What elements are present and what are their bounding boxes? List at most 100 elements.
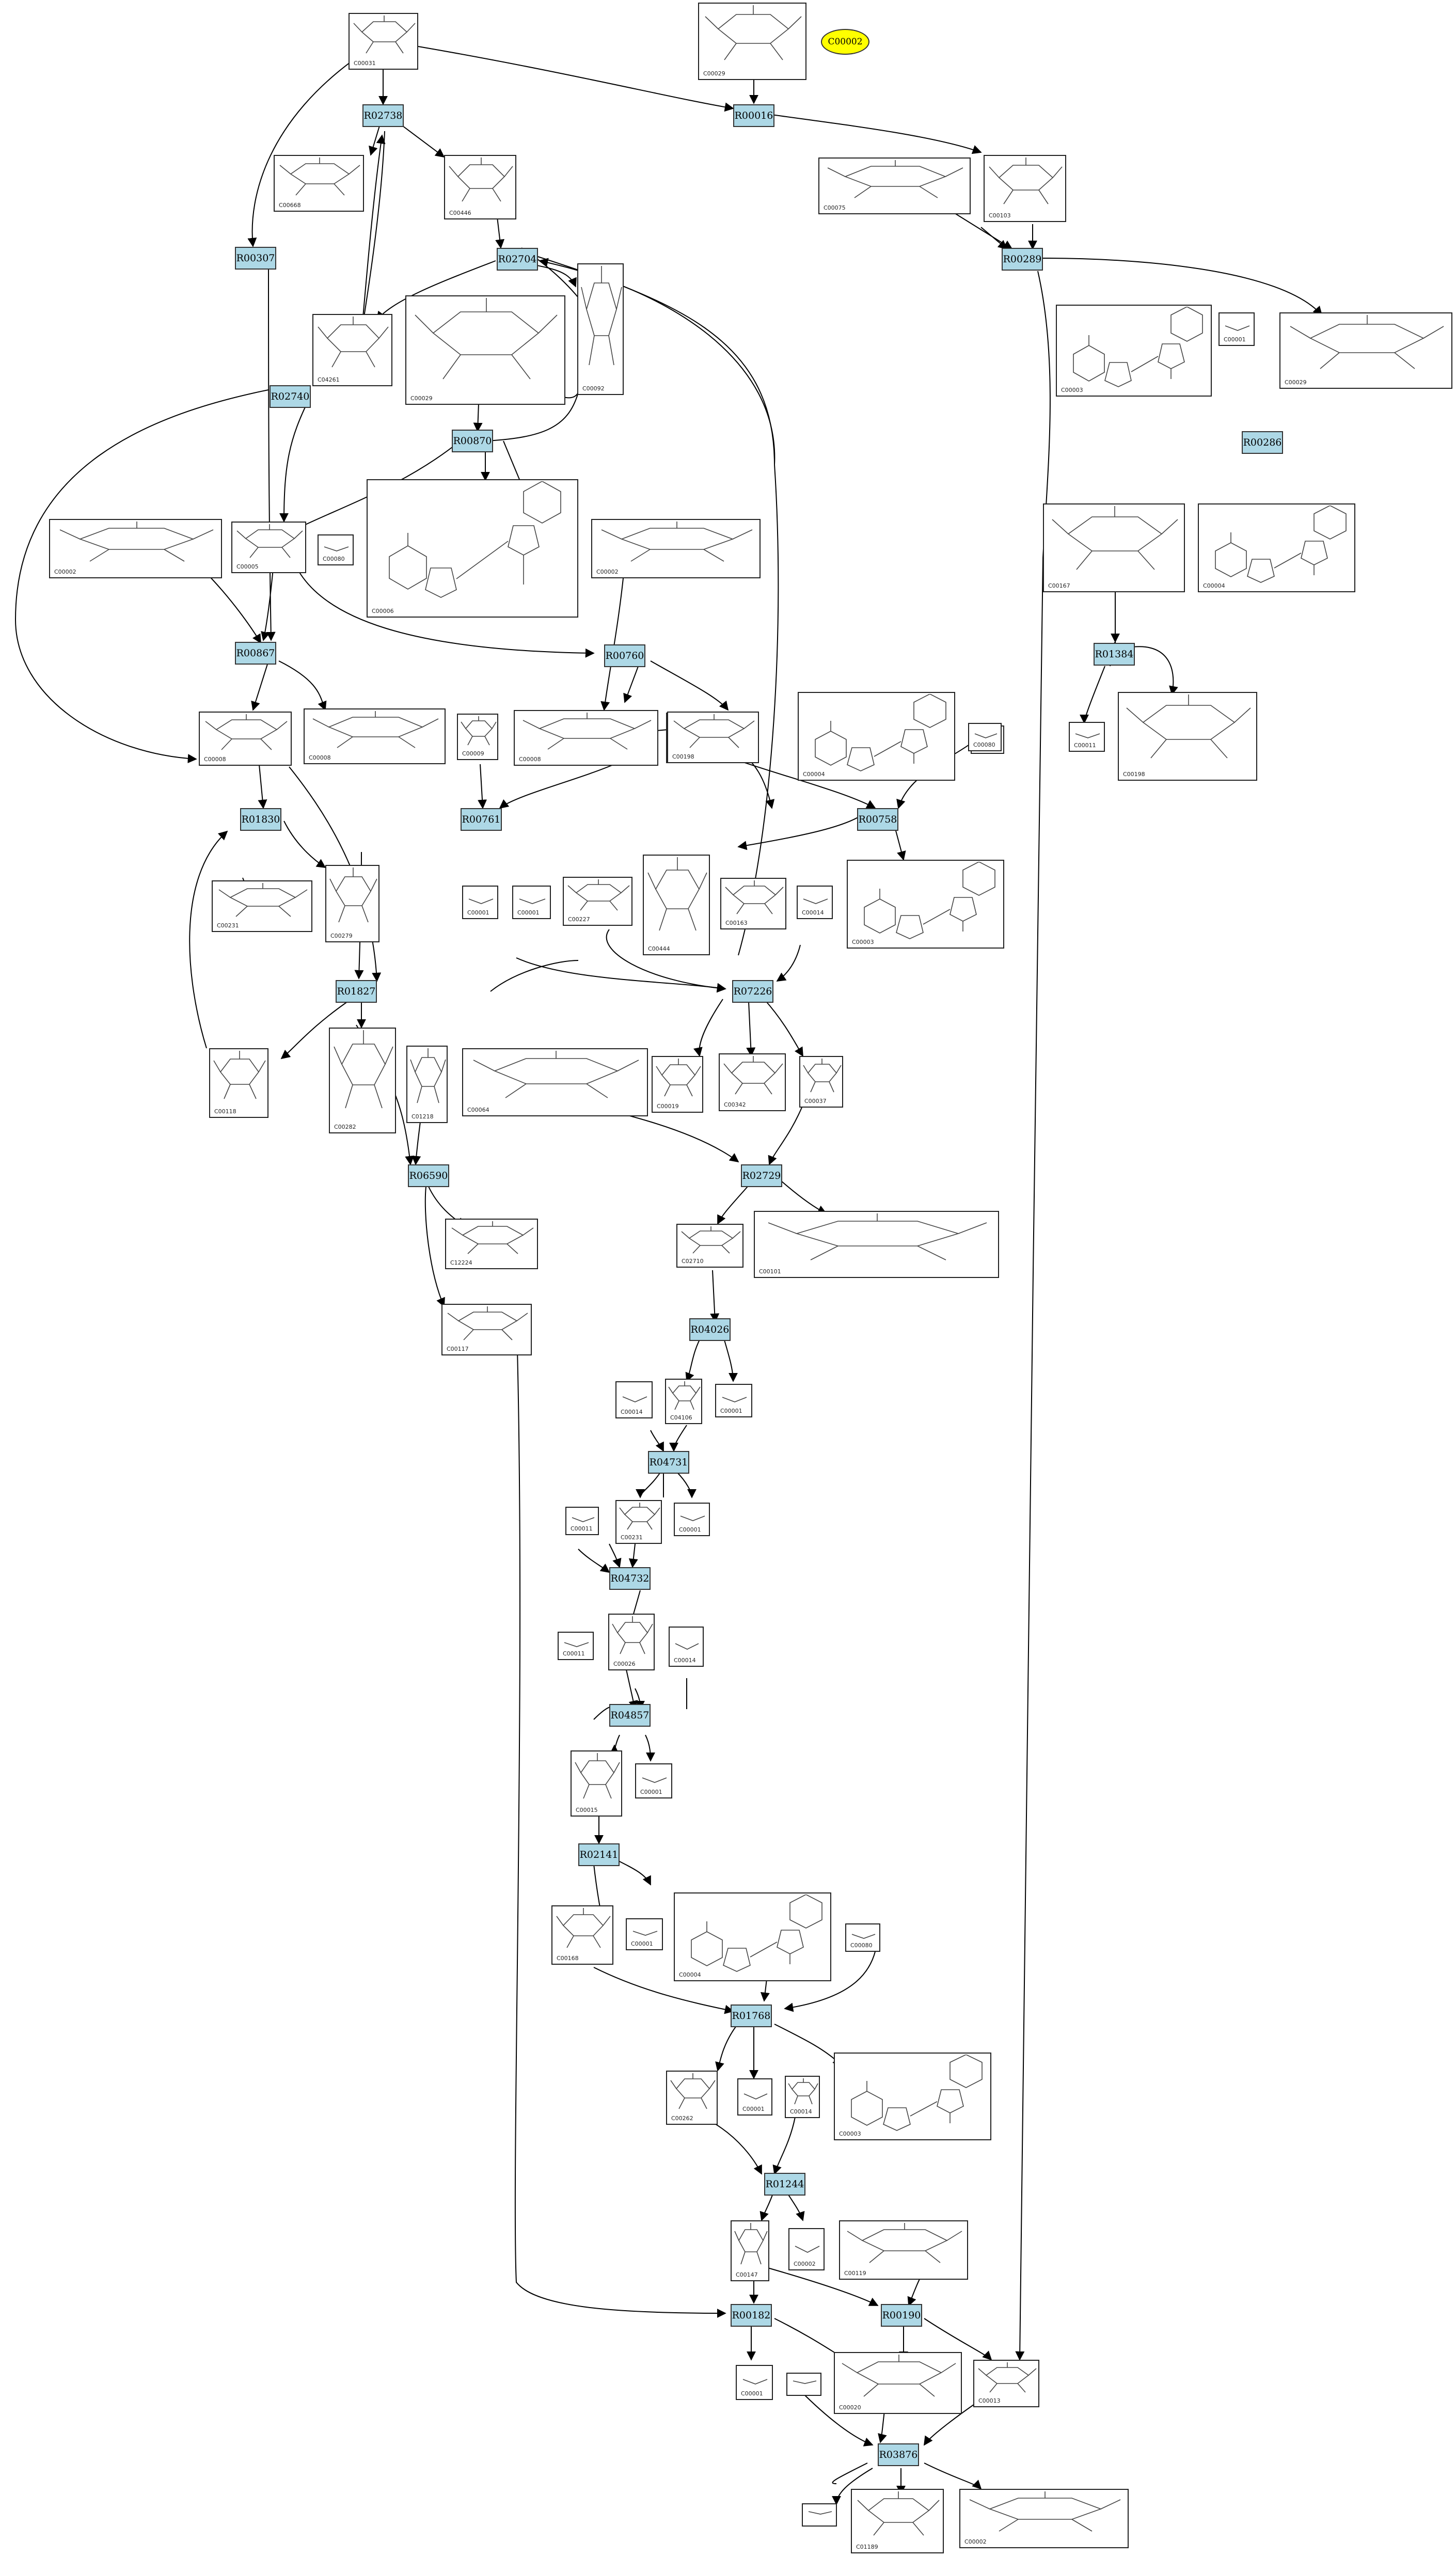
- compound-node[interactable]: C00001: [674, 1503, 710, 1536]
- compound-node[interactable]: C00168: [551, 1905, 613, 1965]
- compound-node[interactable]: C00231: [615, 1500, 662, 1544]
- compound-node[interactable]: C04261: [312, 314, 392, 386]
- compound-node[interactable]: C00163: [720, 878, 786, 929]
- reaction-node[interactable]: R04732: [609, 1567, 651, 1590]
- compound-node[interactable]: C00014: [615, 1381, 653, 1418]
- compound-node[interactable]: C00011: [565, 1507, 599, 1535]
- compound-node[interactable]: C01189: [851, 2489, 944, 2553]
- compound-node[interactable]: C00011: [558, 1632, 594, 1660]
- compound-node[interactable]: C00008: [514, 710, 658, 766]
- reaction-node[interactable]: R00190: [881, 2304, 922, 2327]
- compound-node[interactable]: C00167: [1043, 503, 1185, 592]
- compound-node[interactable]: C00019: [652, 1056, 703, 1113]
- compound-node[interactable]: C00020: [834, 2352, 962, 2414]
- compound-node[interactable]: C00014: [797, 886, 833, 919]
- compound-node[interactable]: C00231: [212, 880, 312, 932]
- compound-node[interactable]: C00006: [367, 479, 578, 618]
- compound-node[interactable]: C00003: [834, 2053, 991, 2140]
- reaction-node[interactable]: R00289: [1002, 248, 1043, 271]
- compound-node[interactable]: C00262: [666, 2071, 718, 2125]
- reaction-node[interactable]: R02704: [497, 248, 538, 271]
- compound-node[interactable]: C00075: [818, 157, 971, 214]
- reaction-node[interactable]: R00182: [731, 2304, 772, 2327]
- compound-node[interactable]: C00001: [736, 2365, 773, 2400]
- compound-node[interactable]: C00029: [405, 295, 565, 405]
- compound-node[interactable]: C00001: [635, 1763, 672, 1798]
- compound-node[interactable]: C00003: [847, 860, 1004, 949]
- compound-node[interactable]: C00668: [274, 155, 364, 212]
- compound-node[interactable]: C00227: [563, 877, 632, 926]
- compound-node[interactable]: C00015: [571, 1750, 622, 1817]
- compound-node[interactable]: C00003: [1056, 305, 1212, 397]
- compound-node[interactable]: C00444: [643, 855, 710, 955]
- reaction-node[interactable]: R01768: [731, 2004, 772, 2027]
- compound-node[interactable]: C00282: [329, 1028, 396, 1133]
- compound-node[interactable]: C00029: [1279, 312, 1452, 389]
- compound-node[interactable]: C00014: [669, 1627, 704, 1667]
- compound-node[interactable]: C00011: [1069, 722, 1105, 752]
- compound-node[interactable]: [786, 2373, 821, 2396]
- reaction-node[interactable]: R00761: [461, 808, 502, 831]
- reaction-node[interactable]: R04731: [648, 1451, 689, 1474]
- compound-node[interactable]: C00008: [199, 712, 292, 766]
- compound-node[interactable]: C00117: [441, 1304, 532, 1355]
- compound-node[interactable]: C00080: [318, 534, 354, 565]
- compound-node[interactable]: C00198: [1118, 692, 1257, 781]
- reaction-node[interactable]: R02729: [741, 1164, 782, 1187]
- compound-node[interactable]: C00009: [457, 714, 498, 760]
- compound-node[interactable]: C00002: [49, 519, 222, 578]
- reaction-node[interactable]: R02740: [270, 385, 311, 408]
- compound-node[interactable]: C00002: [788, 2228, 825, 2270]
- reaction-node[interactable]: R01830: [240, 808, 281, 831]
- compound-node[interactable]: C00080: [968, 723, 1002, 751]
- compound-node[interactable]: C04106: [665, 1379, 702, 1424]
- compound-node[interactable]: C00004: [798, 692, 955, 781]
- reaction-node[interactable]: R07226: [732, 980, 773, 1003]
- reaction-node[interactable]: R00760: [604, 644, 645, 667]
- compound-node[interactable]: C00037: [799, 1056, 843, 1108]
- reaction-node[interactable]: R00286: [1242, 431, 1283, 454]
- compound-node[interactable]: C00002: [591, 519, 761, 578]
- compound-node[interactable]: C00446: [444, 155, 516, 219]
- reaction-node[interactable]: R03876: [878, 2443, 919, 2466]
- reaction-node[interactable]: R02141: [578, 1843, 620, 1866]
- compound-node[interactable]: C00001: [1218, 312, 1255, 346]
- compound-node[interactable]: C00080: [845, 1923, 880, 1952]
- compound-node[interactable]: C00118: [209, 1048, 268, 1118]
- reaction-node[interactable]: R06590: [408, 1164, 449, 1187]
- compound-node[interactable]: C00005: [231, 522, 306, 573]
- compound-node[interactable]: C01218: [406, 1046, 448, 1123]
- reaction-node[interactable]: R04857: [609, 1704, 651, 1727]
- compound-node[interactable]: C02710: [676, 1224, 743, 1268]
- reaction-node[interactable]: R00016: [733, 104, 774, 127]
- compound-node[interactable]: [802, 2503, 837, 2527]
- compound-node[interactable]: C00004: [674, 1892, 831, 1981]
- compound-node[interactable]: C00279: [325, 865, 379, 942]
- compound-node[interactable]: C00026: [608, 1614, 655, 1670]
- compound-node[interactable]: C00014: [785, 2076, 820, 2118]
- compound-node[interactable]: C00004: [1198, 503, 1355, 592]
- compound-node[interactable]: C00001: [462, 886, 498, 919]
- compound-node[interactable]: C00092: [577, 263, 624, 395]
- compound-node[interactable]: C00103: [984, 155, 1066, 222]
- compound-node[interactable]: C00029: [698, 3, 806, 80]
- reaction-node[interactable]: R00867: [235, 642, 276, 665]
- compound-node[interactable]: C00031: [349, 13, 418, 70]
- compound-node[interactable]: C00198: [667, 712, 759, 763]
- compound-node[interactable]: C00101: [754, 1211, 999, 1278]
- reaction-node[interactable]: R00870: [452, 430, 493, 452]
- highlighted-compound[interactable]: C00002: [821, 29, 869, 55]
- compound-node[interactable]: C00001: [737, 2078, 772, 2116]
- reaction-node[interactable]: R01384: [1094, 643, 1135, 666]
- compound-node[interactable]: C00001: [715, 1384, 752, 1417]
- compound-node[interactable]: C00002: [959, 2489, 1129, 2548]
- compound-node[interactable]: C00064: [462, 1048, 648, 1116]
- reaction-node[interactable]: R02738: [362, 104, 404, 127]
- compound-node[interactable]: C00147: [731, 2220, 769, 2281]
- reaction-node[interactable]: R04026: [689, 1318, 731, 1341]
- reaction-node[interactable]: R01827: [336, 980, 377, 1003]
- compound-node[interactable]: C00013: [973, 2360, 1039, 2407]
- compound-node[interactable]: C00001: [626, 1918, 663, 1950]
- compound-node[interactable]: C12224: [445, 1219, 538, 1269]
- compound-node[interactable]: C00342: [719, 1053, 786, 1111]
